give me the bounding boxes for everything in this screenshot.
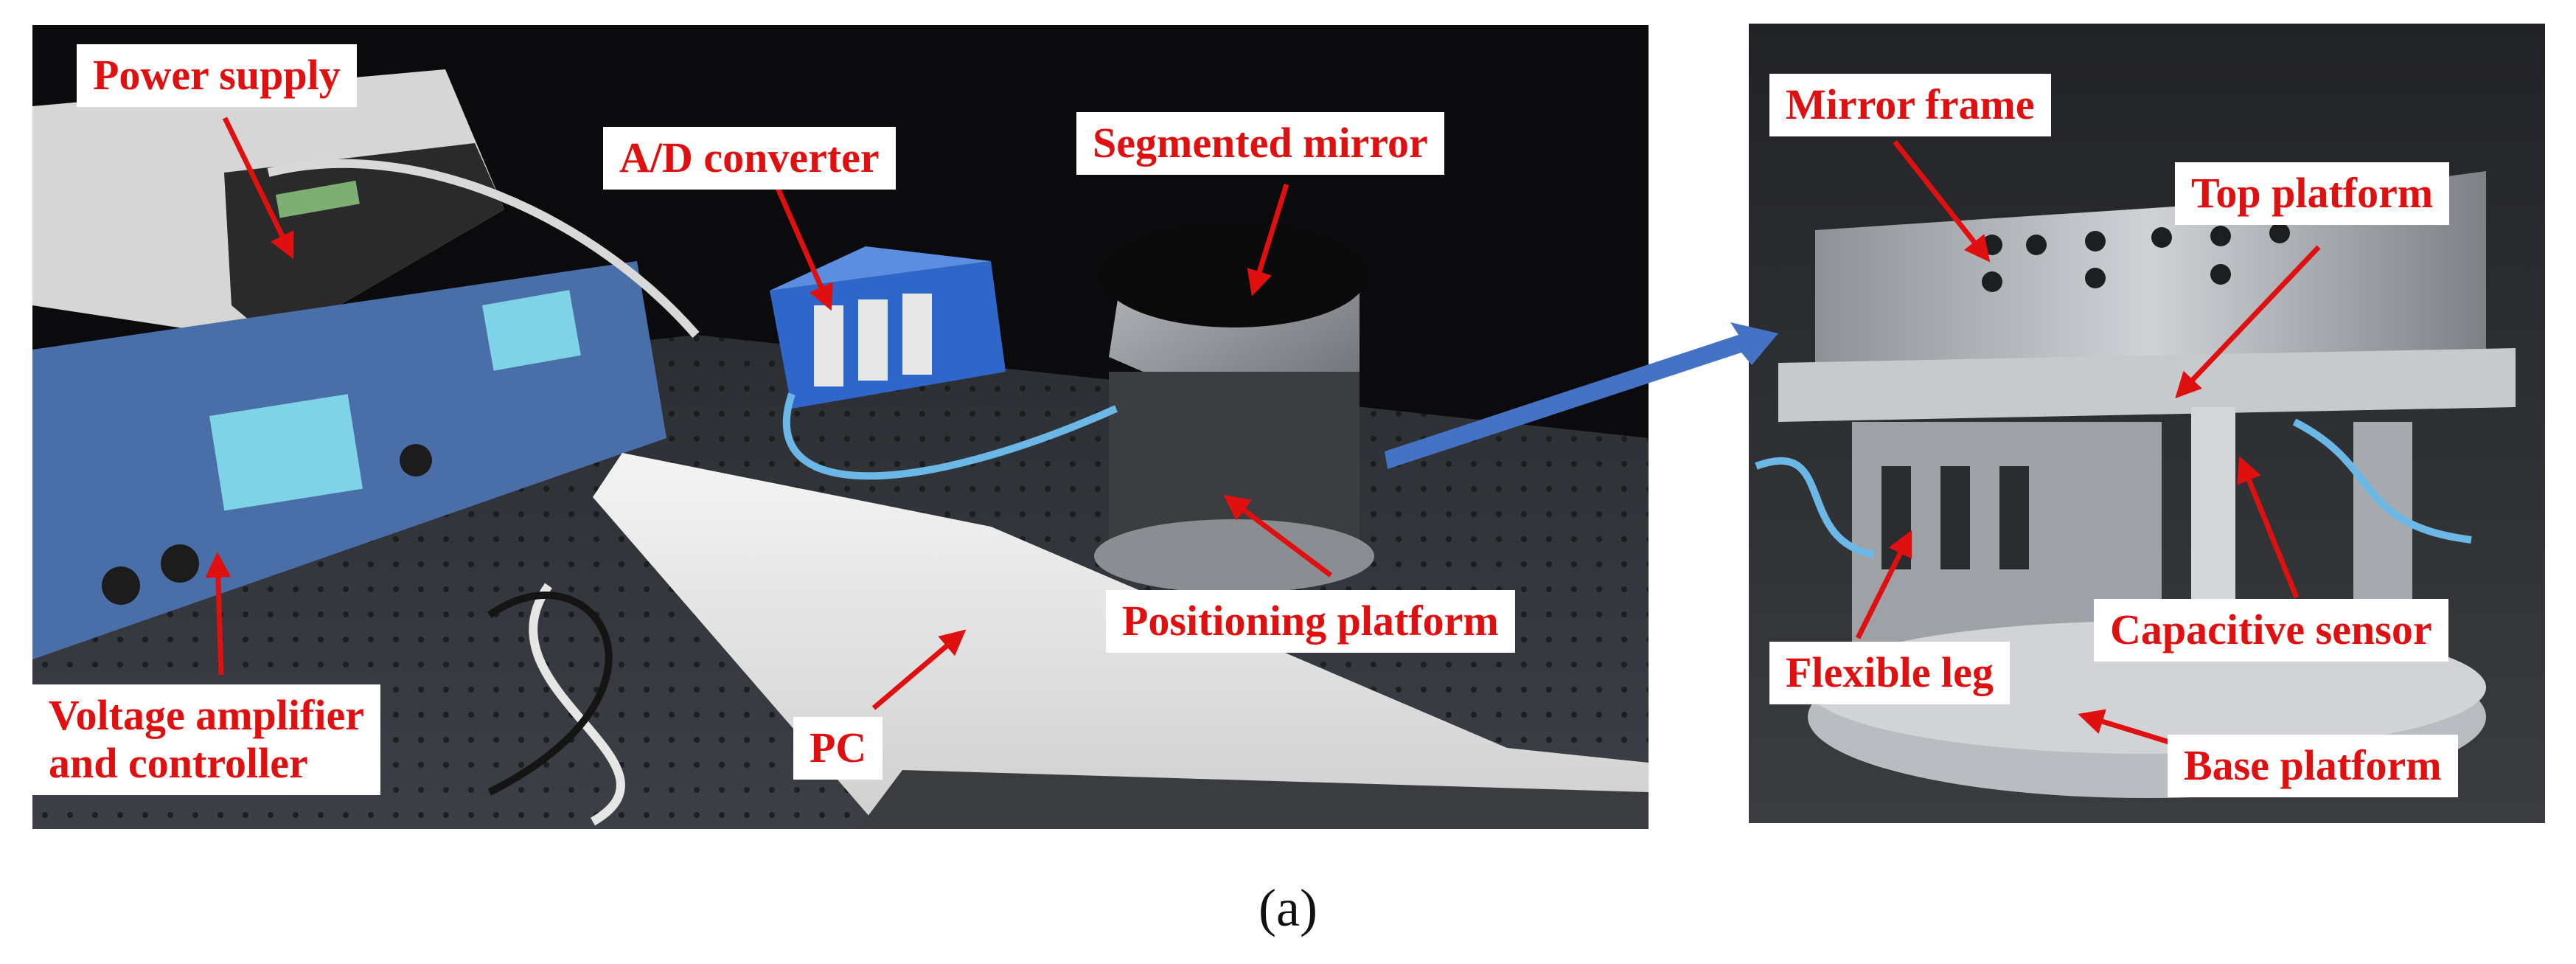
- label-flexible-leg: Flexible leg: [1769, 642, 2010, 704]
- label-capacitive-sensor: Capacitive sensor: [2094, 599, 2448, 662]
- top-platform-plate: [1778, 348, 2516, 422]
- label-voltage-amplifier-line1: Voltage amplifier: [49, 691, 364, 739]
- label-base-platform: Base platform: [2168, 735, 2458, 797]
- label-pc: PC: [793, 717, 883, 780]
- label-ad-converter: A/D converter: [603, 127, 896, 190]
- label-voltage-amplifier: Voltage amplifier and controller: [32, 684, 380, 795]
- label-positioning-platform: Positioning platform: [1106, 590, 1515, 653]
- label-mirror-frame: Mirror frame: [1769, 74, 2051, 136]
- figure-caption: (a): [1259, 878, 1317, 937]
- label-top-platform: Top platform: [2175, 162, 2450, 225]
- label-voltage-amplifier-line2: and controller: [49, 738, 308, 787]
- label-segmented-mirror: Segmented mirror: [1076, 112, 1444, 175]
- label-power-supply: Power supply: [77, 44, 357, 107]
